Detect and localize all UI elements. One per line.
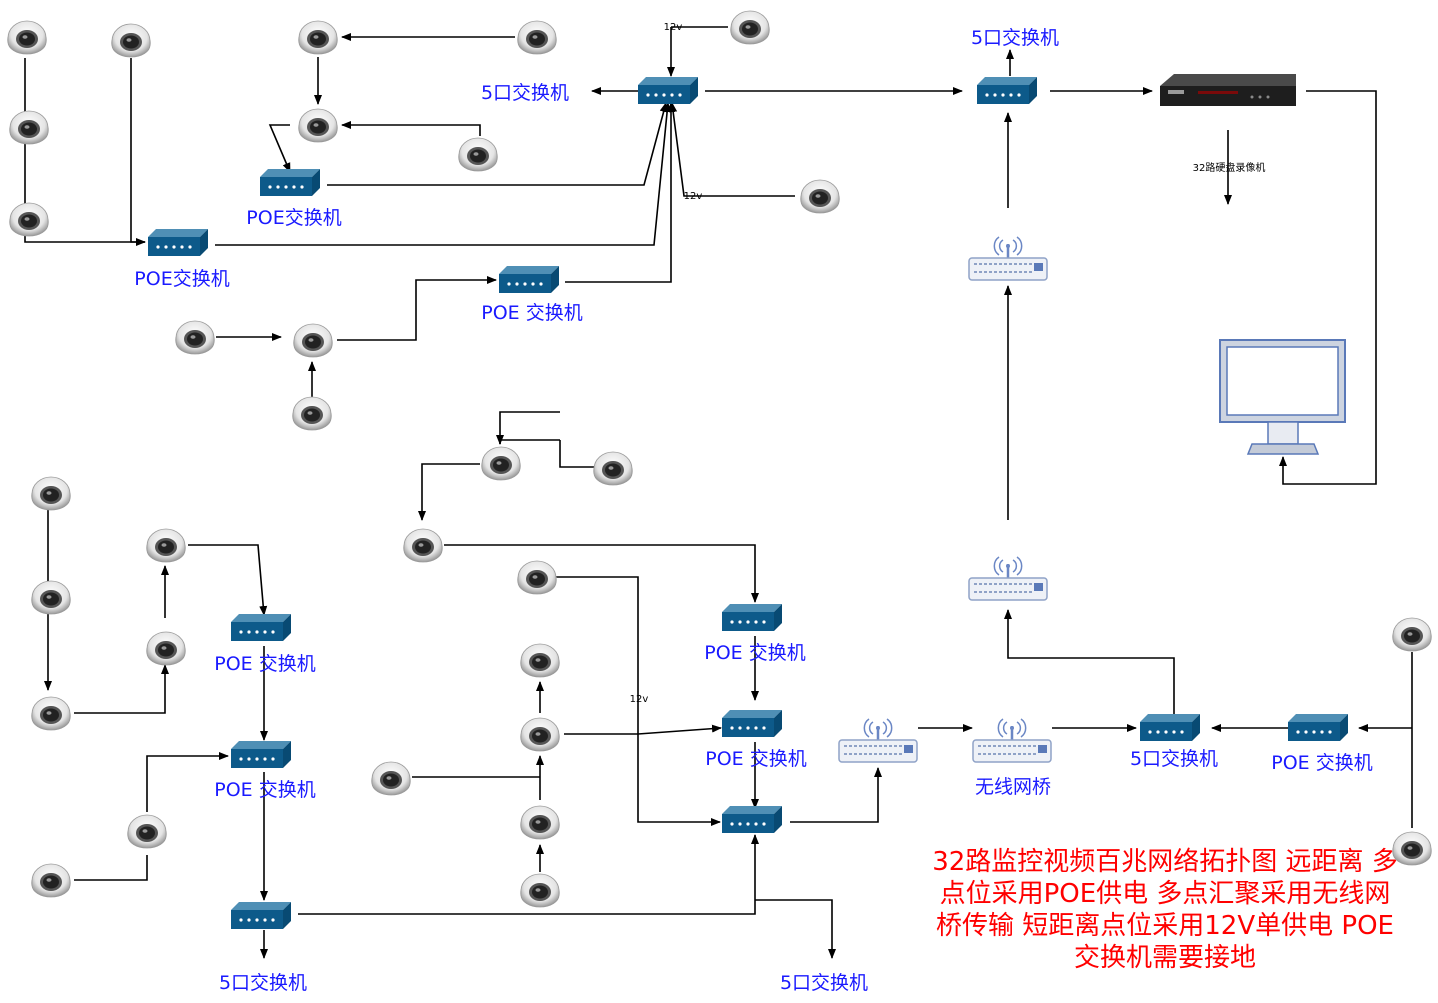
switch-icon <box>260 169 320 196</box>
switch-label: POE 交换机 <box>481 302 582 324</box>
switch-icon <box>1288 714 1348 741</box>
switch-icon <box>1140 714 1200 741</box>
camera-icon <box>1391 617 1433 652</box>
camera-icon <box>110 23 152 58</box>
switch-label: POE 交换机 <box>214 779 315 801</box>
camera-icon <box>457 137 499 172</box>
camera-icon <box>516 560 558 595</box>
camera-icon <box>30 696 72 731</box>
power-label: 12v <box>630 694 649 705</box>
switch-label: POE 交换机 <box>214 653 315 675</box>
switch-label: 5口交换机 <box>780 972 868 994</box>
camera-icon <box>145 631 187 666</box>
camera-icon <box>592 451 634 486</box>
switch-icon <box>231 902 291 929</box>
switch-icon <box>148 229 208 256</box>
wireless-bridge-icon <box>837 717 919 764</box>
camera-icon <box>292 323 334 358</box>
bridge-label: 无线网桥 <box>975 776 1051 798</box>
switch-label: POE 交换机 <box>705 748 806 770</box>
monitor-icon <box>1219 339 1346 455</box>
switch-icon <box>499 266 559 293</box>
camera-icon <box>519 805 561 840</box>
switches <box>148 77 1348 929</box>
camera-icon <box>174 320 216 355</box>
camera-icon <box>6 20 48 55</box>
switch-label: POE 交换机 <box>704 642 805 664</box>
wireless-bridges <box>837 235 1053 764</box>
camera-icon <box>402 528 444 563</box>
switch-icon <box>638 77 698 104</box>
switch-label: 5口交换机 <box>1130 748 1218 770</box>
camera-icon <box>297 108 339 143</box>
switch-label: 5口交换机 <box>481 82 569 104</box>
switch-label: 5口交换机 <box>219 972 307 994</box>
camera-icon <box>297 20 339 55</box>
wireless-bridge-icon <box>967 235 1049 282</box>
cameras <box>6 10 1433 908</box>
switch-icon <box>722 710 782 737</box>
switch-label: POE交换机 <box>134 268 229 290</box>
power-label: 12v <box>664 22 683 33</box>
camera-icon <box>30 476 72 511</box>
camera-icon <box>145 528 187 563</box>
camera-icon <box>799 179 841 214</box>
camera-icon <box>519 873 561 908</box>
camera-icon <box>480 446 522 481</box>
camera-icon <box>8 202 50 237</box>
camera-icon <box>291 396 333 431</box>
camera-icon <box>729 10 771 45</box>
camera-icon <box>519 643 561 678</box>
switch-icon <box>231 741 291 768</box>
switch-icon <box>231 614 291 641</box>
camera-icon <box>8 110 50 145</box>
camera-icon <box>30 580 72 615</box>
camera-icon <box>516 20 558 55</box>
camera-icon <box>30 863 72 898</box>
camera-icon <box>126 814 168 849</box>
connectors <box>24 26 1413 959</box>
power-label: 12v <box>684 191 703 202</box>
wireless-bridge-icon <box>967 555 1049 602</box>
switch-icon <box>722 604 782 631</box>
wireless-bridge-icon <box>971 717 1053 764</box>
nvr-label: 32路硬盘录像机 <box>1193 161 1266 174</box>
nvr-icon <box>1160 74 1296 106</box>
switch-icon <box>977 77 1037 104</box>
switch-icon <box>722 806 782 833</box>
switch-label: POE交换机 <box>246 207 341 229</box>
switch-label: POE 交换机 <box>1271 752 1372 774</box>
camera-icon <box>519 717 561 752</box>
camera-icon <box>370 761 412 796</box>
switch-label: 5口交换机 <box>971 27 1059 49</box>
diagram-title: 32路监控视频百兆网络拓扑图 远距离 多点位采用POE供电 多点汇聚采用无线网桥… <box>932 847 1398 973</box>
